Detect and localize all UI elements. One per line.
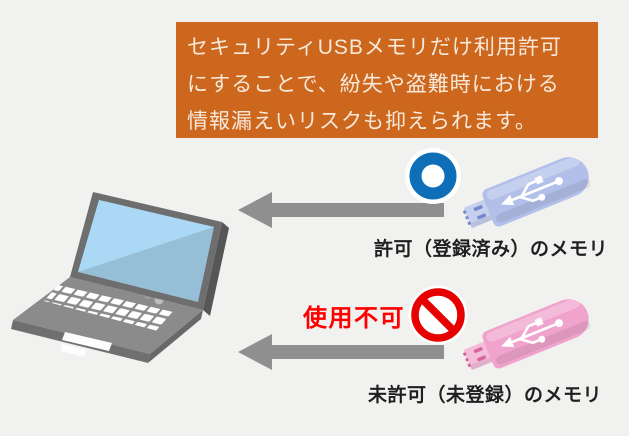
usb-body-shade	[496, 179, 591, 223]
unregistered-memory-label: 未許可（未登録）のメモリ	[368, 385, 603, 406]
permitted-memory-label: 許可（登録済み）のメモリ	[374, 239, 609, 260]
laptop-screen-highlight	[78, 200, 214, 272]
prohibited-arrow-icon	[238, 334, 444, 370]
usb-body-shade	[496, 321, 591, 365]
usb-trident-icon	[501, 175, 563, 206]
permitted-circle-ring	[409, 152, 457, 200]
laptop-touch-button	[60, 344, 86, 357]
usb-memory-permitted	[462, 156, 591, 229]
laptop-spacebar	[62, 332, 112, 351]
usb-connector-slot	[473, 205, 483, 212]
usb-connector-notch	[467, 363, 472, 368]
permitted-arrow-shape	[238, 192, 444, 228]
usb-connector-slot	[477, 213, 487, 220]
usb-connector-shade	[469, 213, 498, 229]
prohibition-sign-icon	[408, 285, 468, 345]
laptop-screen-side	[203, 222, 229, 316]
banner-line-1: セキュリティUSBメモリだけ利用許可	[187, 36, 562, 59]
permitted-arrow-icon	[238, 192, 444, 228]
prohibited-arrow-shape	[238, 334, 444, 370]
banner-line-2: にすることで、紛失や盗難時における	[187, 73, 560, 96]
prohibition-sign-bar	[419, 296, 457, 334]
usb-connector-notch	[467, 221, 472, 226]
usb-body-highlight	[486, 298, 581, 342]
usage-prohibited-text: 使用不可	[303, 305, 405, 332]
permitted-circle-icon	[405, 148, 461, 204]
usb-connector-notch	[465, 357, 469, 362]
laptop-keyboard	[44, 285, 173, 331]
explanation-banner: セキュリティUSBメモリだけ利用許可 にすることで、紛失や盗難時における 情報漏…	[176, 22, 598, 138]
usb-trident-icon	[501, 317, 563, 348]
laptop-right-edge	[148, 310, 203, 363]
usb-connector-slot	[477, 355, 487, 362]
usb-connector-notch	[462, 352, 467, 357]
usb-connector-shade	[469, 355, 498, 371]
laptop-illustration	[11, 192, 229, 363]
usb-connector-slot	[473, 347, 483, 354]
banner-line-3: 情報漏えいリスクも抑えられます。	[187, 110, 537, 133]
usb-memory-unregistered	[462, 298, 591, 371]
usb-connector-notch	[462, 210, 467, 215]
usb-connector-notch	[465, 215, 469, 220]
usb-body-highlight	[486, 156, 581, 200]
